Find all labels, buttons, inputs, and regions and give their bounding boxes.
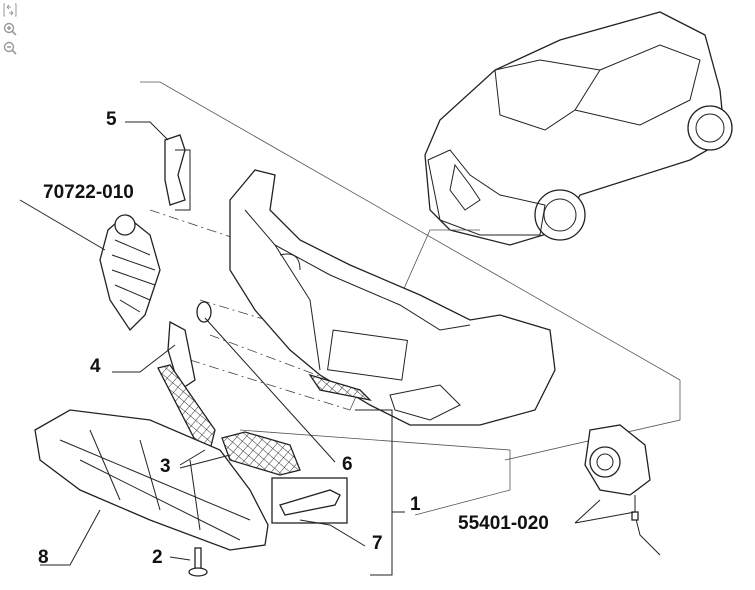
part-7-kit-box: [271, 477, 348, 524]
fit-to-screen-icon[interactable]: [3, 3, 17, 17]
callout-55401-020: 55401-020: [458, 513, 549, 534]
leader-lines: [19, 121, 636, 576]
zoom-in-icon[interactable]: [3, 22, 17, 36]
callout-7: 7: [372, 533, 383, 554]
car-illustration: [349, 11, 733, 411]
part-2-screw: [188, 547, 208, 577]
callout-3: 3: [160, 456, 171, 477]
callout-4: 4: [90, 356, 101, 377]
zoom-out-icon[interactable]: [3, 41, 17, 55]
callout-8: 8: [38, 547, 49, 568]
front-grille-shield: [99, 214, 161, 332]
part-3-lower-grille-left: [157, 364, 216, 452]
callout-6: 6: [342, 454, 353, 475]
part-3-lower-grille-right: [221, 431, 301, 476]
viewer-toolbar: [3, 3, 17, 55]
guide-lines: [140, 81, 681, 516]
fog-lamp-assembly: [584, 424, 661, 556]
callout-2: 2: [152, 547, 163, 568]
callout-5: 5: [106, 109, 117, 130]
part-6-clip: [196, 301, 212, 323]
callout-1: 1: [410, 494, 421, 515]
part-5-bracket: [164, 134, 186, 206]
part-4-grille-insert: [167, 320, 196, 392]
callout-70722-010: 70722-010: [43, 182, 134, 203]
front-bumper: [229, 169, 556, 426]
